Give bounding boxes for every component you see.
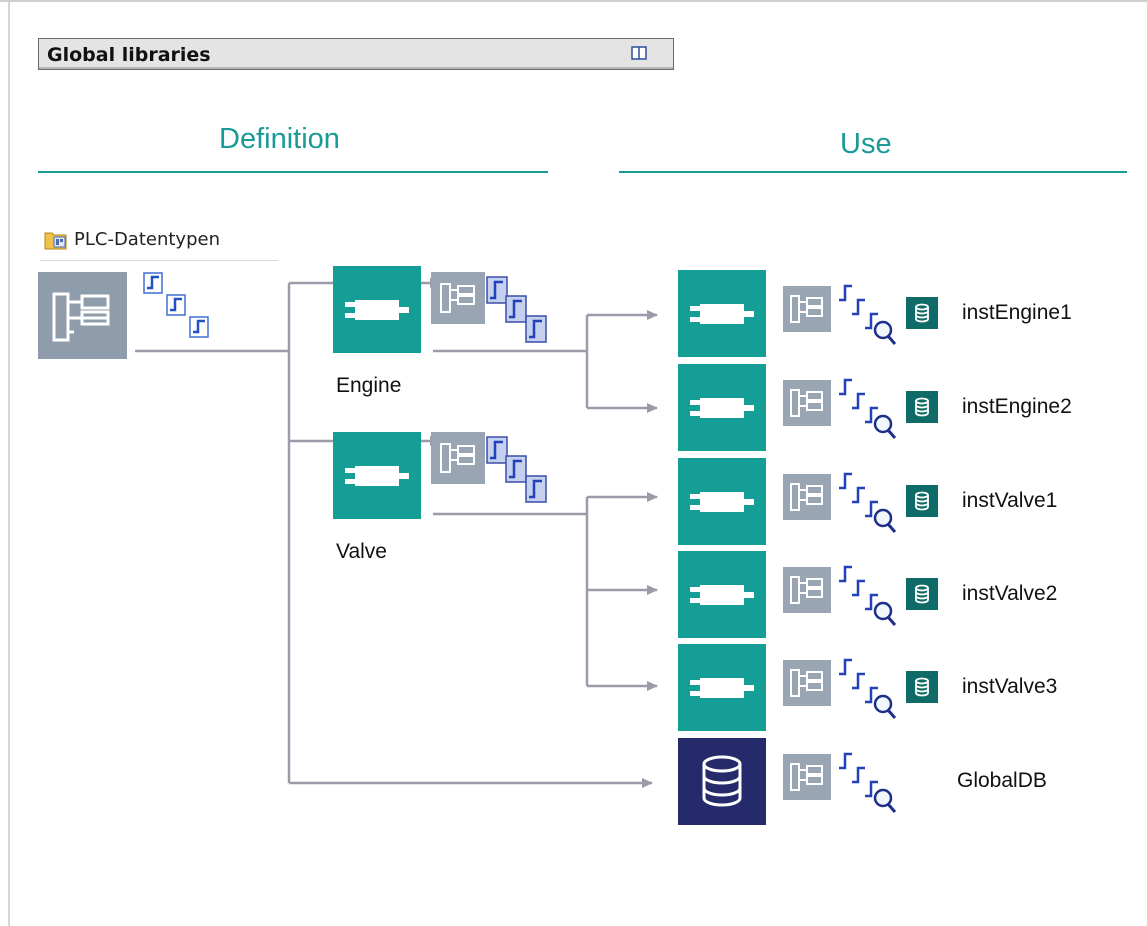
engine-structure-icon (431, 272, 485, 324)
instance-label: instEngine1 (962, 301, 1072, 324)
use-heading: Use (840, 128, 892, 160)
instance-label: instValve1 (962, 489, 1058, 512)
instance-function-block-icon[interactable] (678, 270, 766, 357)
instance-function-block-icon[interactable] (678, 644, 766, 731)
version-steps-icon (143, 272, 209, 338)
instance-label: GlobalDB (957, 769, 1047, 792)
use-divider (619, 171, 1127, 173)
engine-function-block-icon[interactable] (333, 266, 421, 353)
engine-version-steps-icon (486, 276, 547, 343)
datatype-structure-icon[interactable] (38, 272, 127, 359)
structure-icon (783, 660, 831, 706)
instance-function-block-icon[interactable] (678, 364, 766, 451)
structure-icon (783, 286, 831, 332)
definition-divider (38, 171, 548, 173)
frame-top-border (0, 0, 1147, 2)
global-db-icon[interactable] (678, 738, 766, 825)
instance-db-icon (906, 297, 938, 329)
instance-label: instEngine2 (962, 395, 1072, 418)
plc-folder-label: PLC-Datentypen (74, 229, 220, 250)
version-magnifier-icon (839, 472, 897, 533)
book-icon[interactable] (631, 46, 647, 60)
version-magnifier-icon (839, 378, 897, 439)
version-magnifier-icon (839, 565, 897, 626)
global-libraries-header[interactable]: Global libraries (38, 38, 674, 70)
instance-db-icon (906, 391, 938, 423)
instance-db-icon (906, 485, 938, 517)
frame-left-border (8, 2, 10, 926)
version-magnifier-icon (839, 752, 897, 813)
instance-label: instValve3 (962, 675, 1058, 698)
plc-row-separator (40, 260, 278, 261)
engine-label: Engine (336, 374, 402, 397)
plc-datatypes-folder[interactable]: PLC-Datentypen (40, 220, 278, 262)
valve-function-block-icon[interactable] (333, 432, 421, 519)
valve-label: Valve (336, 540, 387, 563)
structure-icon (783, 474, 831, 520)
plc-folder-icon (44, 232, 67, 250)
version-magnifier-icon (839, 658, 897, 719)
global-libraries-title: Global libraries (47, 44, 211, 66)
instance-db-icon (906, 578, 938, 610)
instance-function-block-icon[interactable] (678, 458, 766, 545)
structure-icon (783, 567, 831, 613)
structure-icon (783, 754, 831, 800)
instance-db-icon (906, 671, 938, 703)
structure-icon (783, 380, 831, 426)
version-magnifier-icon (839, 284, 897, 345)
instance-function-block-icon[interactable] (678, 551, 766, 638)
definition-heading: Definition (219, 123, 340, 155)
valve-version-steps-icon (486, 436, 547, 503)
instance-label: instValve2 (962, 582, 1058, 605)
valve-structure-icon (431, 432, 485, 484)
